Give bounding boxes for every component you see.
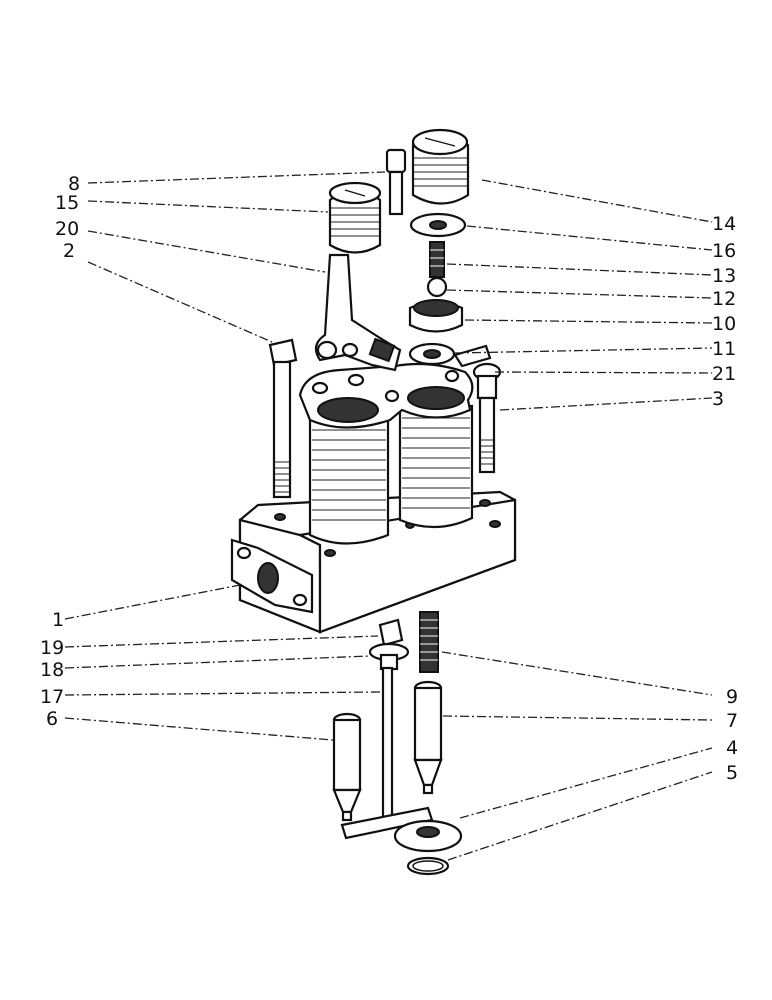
part-14-threaded-cap (411, 128, 470, 205)
label-15: 15 (55, 192, 79, 214)
part-2-long-bolt (268, 338, 298, 499)
part-20-bracket (314, 253, 402, 372)
part-4-washer (393, 819, 463, 853)
label-19: 19 (40, 637, 64, 659)
label-1: 1 (52, 609, 64, 631)
part-3-bolt (472, 362, 502, 474)
label-18: 18 (40, 659, 64, 681)
part-10-seat (408, 299, 464, 333)
part-labels: 8 15 20 2 14 16 13 12 10 11 21 3 1 19 18… (40, 173, 738, 784)
label-3: 3 (712, 388, 724, 410)
label-11: 11 (712, 338, 736, 360)
label-6: 6 (46, 708, 58, 730)
label-4: 4 (726, 737, 738, 759)
label-5: 5 (726, 762, 738, 784)
label-8: 8 (68, 173, 80, 195)
label-16: 16 (712, 240, 736, 262)
part-12-ball (426, 276, 448, 298)
part-16-washer (409, 212, 467, 238)
leader-lines (64, 171, 713, 861)
body-cylinders (298, 362, 474, 545)
part-18-collar (368, 642, 410, 671)
label-21: 21 (712, 363, 736, 385)
label-20: 20 (55, 218, 79, 240)
label-17: 17 (40, 686, 64, 708)
label-14: 14 (712, 213, 736, 235)
part-5-o-ring (406, 856, 450, 876)
label-13: 13 (712, 265, 736, 287)
label-9: 9 (726, 686, 738, 708)
part-11-washer (408, 342, 456, 366)
label-2: 2 (63, 240, 75, 262)
part-7-plunger (413, 680, 443, 795)
label-12: 12 (712, 288, 736, 310)
part-8-screw (385, 148, 407, 216)
part-9-spring (419, 611, 439, 673)
part-19-nut (378, 618, 404, 647)
part-17-rod (340, 666, 434, 840)
label-10: 10 (712, 313, 736, 335)
part-21-plate (453, 344, 492, 368)
label-7: 7 (726, 710, 738, 732)
part-6-plunger (332, 712, 362, 822)
part-13-spring (429, 241, 445, 278)
part-15-cap-nut (328, 181, 382, 254)
